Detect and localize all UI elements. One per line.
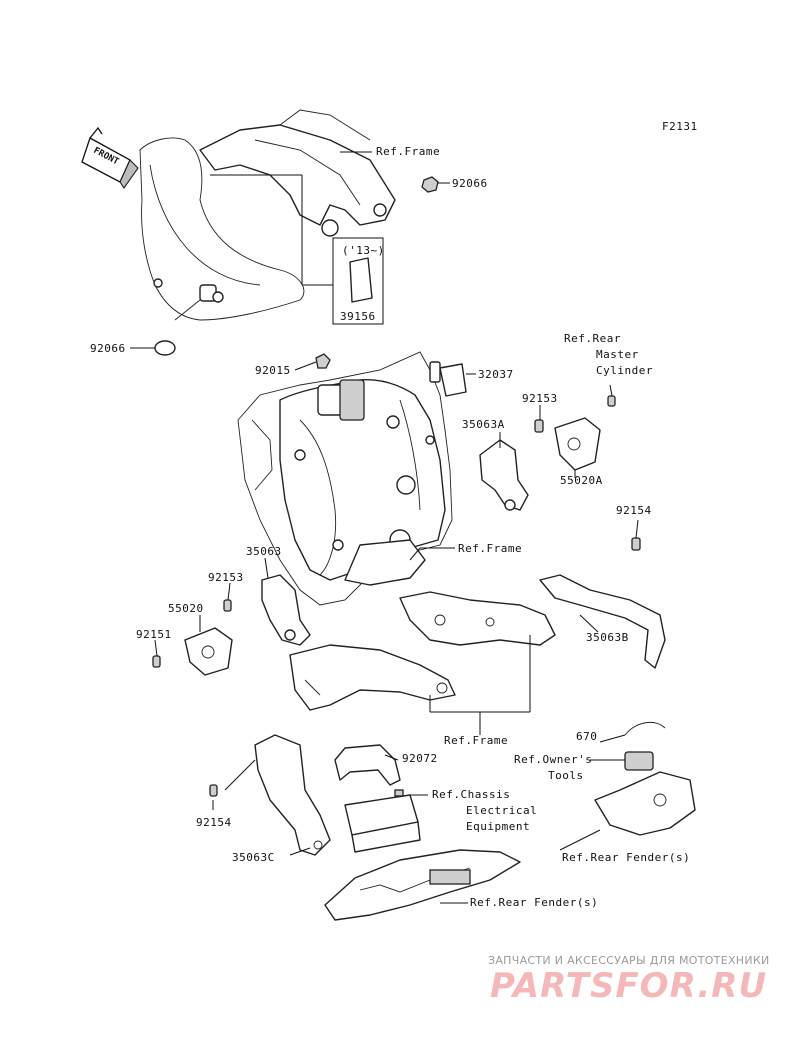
toolkit-670	[624, 721, 666, 771]
label-ref-frame-low: Ref.Frame	[444, 734, 508, 747]
label-ref-rear-fender-bottom: Ref.Rear Fender(s)	[470, 896, 598, 909]
bolt-92151	[152, 655, 161, 668]
damper-92015	[315, 353, 365, 421]
bolt-32037	[429, 361, 467, 397]
bracket-35063b	[539, 574, 666, 669]
rear-fender-right	[594, 771, 696, 836]
label-ref-rear-master-2: Master	[596, 348, 639, 361]
label-39156-box	[332, 237, 384, 325]
label-35063: 35063	[246, 545, 282, 558]
label-92154-left: 92154	[196, 816, 232, 829]
bolt-master-cylinder	[607, 395, 616, 407]
guard-55020a	[554, 417, 601, 471]
footrest-plate	[399, 591, 556, 646]
label-92072: 92072	[402, 752, 438, 765]
label-92154-right: 92154	[616, 504, 652, 517]
label-year: ('13~)	[342, 244, 385, 257]
bracket-35063c	[254, 734, 331, 856]
label-670: 670	[576, 730, 597, 743]
nut-92066-right	[421, 176, 439, 193]
label-ref-frame-top: Ref.Frame	[376, 145, 440, 158]
bracket-92072	[334, 744, 401, 786]
label-55020a: 55020A	[560, 474, 603, 487]
label-ref-chassis-1: Ref.Chassis	[432, 788, 510, 801]
label-35063c: 35063C	[232, 851, 275, 864]
label-39156: 39156	[340, 310, 376, 323]
label-ref-owner-1: Ref.Owner's	[514, 753, 592, 766]
leader-lines	[130, 151, 639, 904]
bolt-92153-right	[534, 419, 544, 433]
watermark-logo: PARTSFOR.RU	[490, 966, 768, 1006]
guard-55020	[184, 627, 233, 676]
bracket-35063a	[479, 439, 529, 511]
battery	[344, 789, 421, 853]
label-ref-chassis-2: Electrical	[466, 804, 537, 817]
diagram-code: F2131	[662, 120, 698, 133]
watermark-tagline: ЗАПЧАСТИ И АКСЕССУАРЫ ДЛЯ МОТОТЕХНИКИ	[488, 954, 770, 967]
label-35063b: 35063B	[586, 631, 629, 644]
label-92066-right: 92066	[452, 177, 488, 190]
label-92153-right: 92153	[522, 392, 558, 405]
bolt-92153-left	[223, 599, 232, 612]
label-ref-owner-2: Tools	[548, 769, 584, 782]
cap-92066-left	[154, 340, 176, 356]
bolt-92154-right	[631, 537, 641, 551]
label-55020: 55020	[168, 602, 204, 615]
label-92015: 92015	[255, 364, 291, 377]
label-32037: 32037	[478, 368, 514, 381]
bolt-92154-left	[209, 784, 218, 797]
main-frame-casting	[237, 351, 453, 606]
label-ref-frame-mid: Ref.Frame	[458, 542, 522, 555]
label-ref-rear-master-3: Cylinder	[596, 364, 653, 377]
bracket-35063	[261, 574, 311, 646]
label-ref-chassis-3: Equipment	[466, 820, 530, 833]
front-arrow-icon: FRONT	[81, 126, 139, 189]
label-35063a: 35063A	[462, 418, 505, 431]
label-92066-left: 92066	[90, 342, 126, 355]
rear-fender	[324, 849, 521, 921]
label-ref-rear-fender-right: Ref.Rear Fender(s)	[562, 851, 690, 864]
label-92153-left: 92153	[208, 571, 244, 584]
label-92151: 92151	[136, 628, 172, 641]
label-ref-rear-master-1: Ref.Rear	[564, 332, 621, 345]
